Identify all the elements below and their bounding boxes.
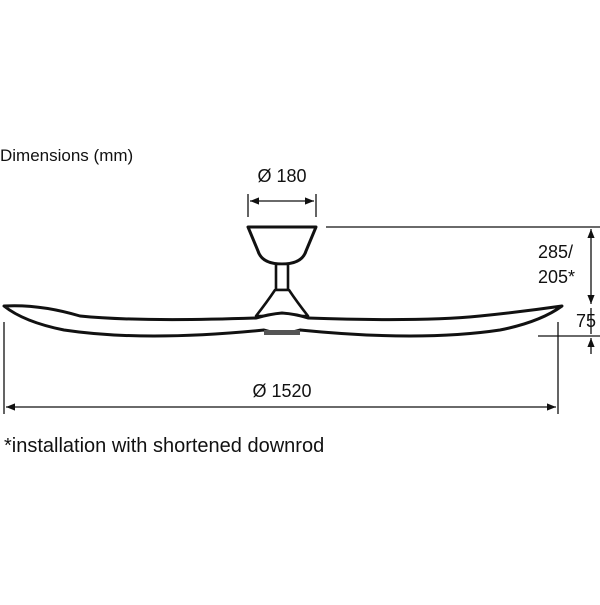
downrod-shape xyxy=(274,262,290,292)
height-dimension: 285/ 205* xyxy=(326,226,600,304)
canopy-diameter-dimension: Ø 180 xyxy=(247,166,317,217)
height-label-line2: 205* xyxy=(538,267,575,287)
footnote-text: *installation with shortened downrod xyxy=(4,435,324,457)
canopy-shape xyxy=(246,225,318,266)
span-diameter-label: Ø 1520 xyxy=(252,381,311,401)
hub-cap-shape xyxy=(264,330,300,335)
motor-housing-shape xyxy=(254,288,310,318)
diagram-title: Dimensions (mm) xyxy=(0,146,133,165)
span-diameter-dimension: Ø 1520 xyxy=(3,322,559,414)
blade-drop-dimension: 75 xyxy=(538,308,600,354)
blade-shape xyxy=(2,304,564,338)
canopy-diameter-label: Ø 180 xyxy=(257,166,306,186)
fan-illustration xyxy=(2,225,564,338)
height-label-line1: 285/ xyxy=(538,242,573,262)
blade-drop-label: 75 xyxy=(576,311,596,331)
